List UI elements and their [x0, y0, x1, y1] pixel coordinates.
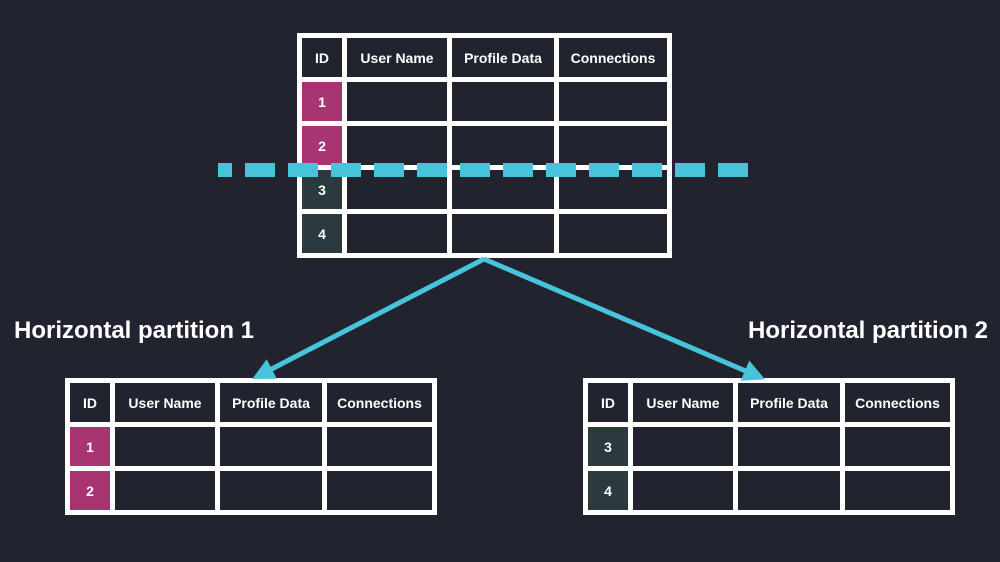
data-cell: [633, 471, 733, 510]
main-table-header-row: ID User Name Profile Data Connections: [302, 38, 667, 77]
id-cell-1: 1: [302, 82, 342, 121]
data-cell: [738, 471, 840, 510]
data-cell: [347, 126, 447, 165]
main-table: ID User Name Profile Data Connections 1 …: [297, 33, 672, 258]
data-cell: [633, 427, 733, 466]
partition-2-title: Horizontal partition 2: [748, 317, 988, 344]
header-cell-id: ID: [70, 383, 110, 422]
data-cell: [452, 214, 554, 253]
data-cell: [738, 427, 840, 466]
partition-2-header-row: ID User Name Profile Data Connections: [588, 383, 950, 422]
data-cell: [452, 170, 554, 209]
header-cell-connections: Connections: [845, 383, 950, 422]
header-cell-user-name: User Name: [347, 38, 447, 77]
id-cell-2: 2: [302, 126, 342, 165]
data-cell: [452, 126, 554, 165]
header-cell-connections: Connections: [327, 383, 432, 422]
partition-1-title: Horizontal partition 1: [14, 317, 254, 344]
data-cell: [559, 214, 667, 253]
header-cell-connections: Connections: [559, 38, 667, 77]
partition-1-header-row: ID User Name Profile Data Connections: [70, 383, 432, 422]
data-cell: [845, 471, 950, 510]
partition-1-table: ID User Name Profile Data Connections 1 …: [65, 378, 437, 515]
arrow-to-partition-1: [252, 256, 486, 380]
id-cell-2: 2: [70, 471, 110, 510]
arrow-to-partition-2: [483, 256, 766, 381]
id-cell-3: 3: [302, 170, 342, 209]
data-cell: [327, 471, 432, 510]
data-cell: [347, 214, 447, 253]
data-cell: [220, 471, 322, 510]
id-cell-3: 3: [588, 427, 628, 466]
data-cell: [115, 427, 215, 466]
data-cell: [845, 427, 950, 466]
table-row: 1: [70, 427, 432, 466]
header-cell-id: ID: [302, 38, 342, 77]
header-cell-profile-data: Profile Data: [738, 383, 840, 422]
partition-2-table: ID User Name Profile Data Connections 3 …: [583, 378, 955, 515]
id-cell-4: 4: [302, 214, 342, 253]
table-row: 4: [302, 214, 667, 253]
data-cell: [220, 427, 322, 466]
data-cell: [452, 82, 554, 121]
header-cell-id: ID: [588, 383, 628, 422]
id-cell-4: 4: [588, 471, 628, 510]
table-row: 3: [588, 427, 950, 466]
data-cell: [115, 471, 215, 510]
table-row: 1: [302, 82, 667, 121]
table-row: 4: [588, 471, 950, 510]
data-cell: [559, 126, 667, 165]
table-row: 3: [302, 170, 667, 209]
data-cell: [559, 82, 667, 121]
header-cell-user-name: User Name: [633, 383, 733, 422]
header-cell-user-name: User Name: [115, 383, 215, 422]
data-cell: [347, 82, 447, 121]
data-cell: [559, 170, 667, 209]
table-row: 2: [302, 126, 667, 165]
data-cell: [347, 170, 447, 209]
header-cell-profile-data: Profile Data: [452, 38, 554, 77]
data-cell: [327, 427, 432, 466]
header-cell-profile-data: Profile Data: [220, 383, 322, 422]
table-row: 2: [70, 471, 432, 510]
id-cell-1: 1: [70, 427, 110, 466]
